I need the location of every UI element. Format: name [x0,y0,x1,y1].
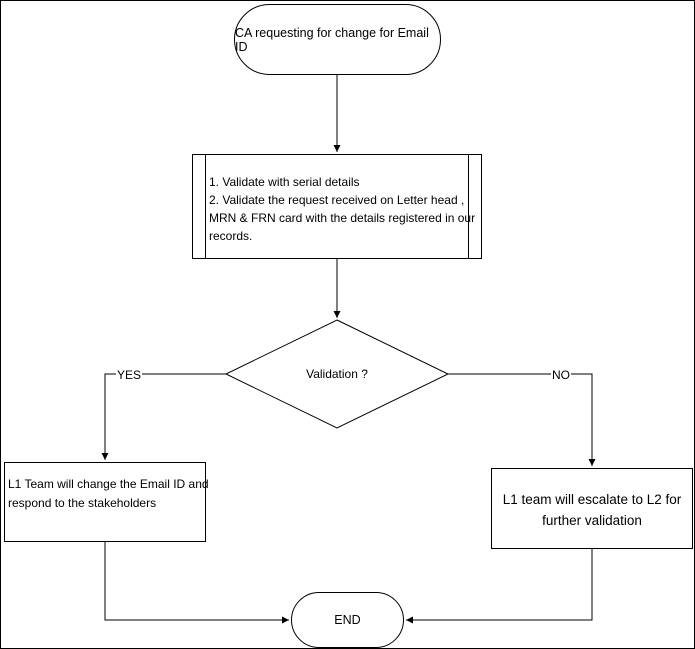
start-label: CA requesting for change for Email ID [235,25,429,54]
subprocess-left-bar [205,155,206,258]
yes-action-line: L1 Team will change the Email ID and [8,477,209,491]
connector-yes-branch [101,373,226,460]
yes-edge-label: YES [116,368,143,382]
validate-step-line: 1. Validate with serial details [209,175,360,189]
decision-label: Validation ? [306,367,368,381]
no-action-line: L1 team will escalate to L2 for [502,492,682,507]
validate-step-text: 1. Validate with serial details 2. Valid… [209,173,476,245]
no-edge-label: NO [551,368,571,382]
yes-action-line: respond to the stakeholders [8,496,157,510]
end-label: END [334,613,361,627]
yes-action-box: L1 Team will change the Email ID and res… [4,462,209,542]
yes-action-text: L1 Team will change the Email ID and res… [8,475,209,513]
subprocess-right-bar [468,155,469,258]
connector-no-branch [448,373,596,466]
validate-step-line: MRN & FRN card with the details register… [209,211,476,225]
start-terminal: CA requesting for change for Email ID [234,4,441,75]
validate-subprocess: 1. Validate with serial details 2. Valid… [192,154,482,259]
validate-step-line: records. [209,229,253,243]
no-action-text: L1 team will escalate to L2 for further … [496,489,688,531]
connector-yes-to-end [104,542,289,624]
no-action-box: L1 team will escalate to L2 for further … [491,468,693,549]
validate-step-line: 2. Validate the request received on Lett… [209,193,465,207]
connector-no-to-end [406,549,593,624]
end-terminal: END [291,592,404,648]
no-action-line: further validation [542,513,642,528]
decision-diamond [224,319,450,429]
